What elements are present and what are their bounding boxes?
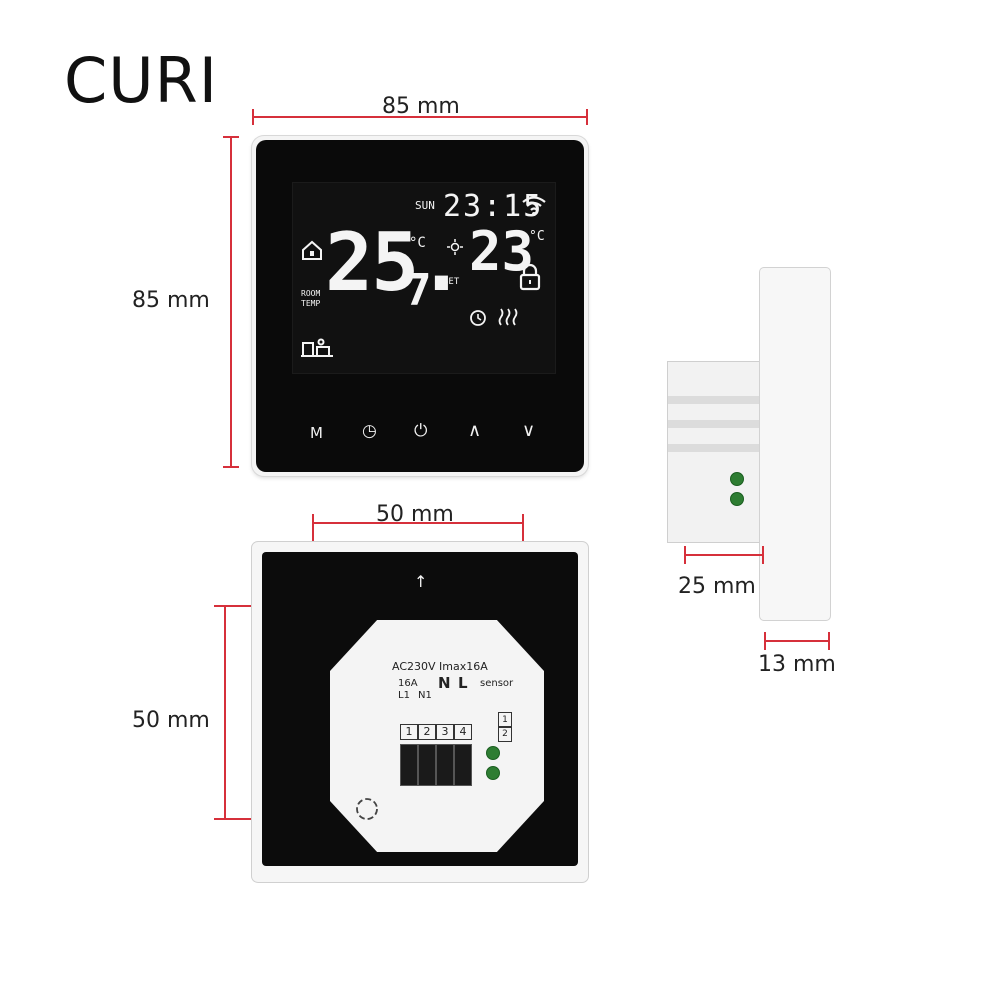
- clock-time: 23:15: [443, 189, 544, 224]
- current-label: 16A: [398, 678, 418, 689]
- front-width-label: 85 mm: [382, 94, 460, 119]
- l1-label: L1: [398, 690, 410, 701]
- back-height-label: 50 mm: [132, 708, 210, 733]
- set-label: SET: [443, 277, 460, 287]
- terminal-block-1: [400, 744, 418, 786]
- side-depth-label: 25 mm: [678, 574, 756, 599]
- sensor-label: sensor: [480, 678, 514, 689]
- l-label: L: [458, 674, 468, 692]
- lcd-display: SUN 23:15 25. 7 °C ROOM TEMP 23 °C SET: [292, 182, 556, 374]
- side-thickness-line: [764, 640, 830, 642]
- room-temperature: 25.: [325, 216, 465, 309]
- terminal-number-4: 4: [454, 724, 472, 740]
- side-terminal-2: [730, 492, 744, 506]
- thermostat-back: ↑ AC230V Imax16A 16A L1 N1 N L sensor 1 …: [252, 542, 588, 882]
- clock-button[interactable]: ◷: [362, 421, 377, 441]
- front-width-tick-right: [586, 109, 588, 125]
- terminal-block-2: [418, 744, 436, 786]
- front-height-tick-top: [223, 136, 239, 138]
- sensor-terminal-2: [486, 766, 500, 780]
- mode-button[interactable]: M: [310, 424, 323, 442]
- back-width-line: [312, 522, 524, 524]
- room-unit: °C: [409, 235, 426, 251]
- clock-icon: [469, 309, 487, 331]
- n-label: N: [438, 674, 451, 692]
- front-height-tick-bottom: [223, 466, 239, 468]
- back-height-line: [224, 606, 226, 820]
- heating-icon: [497, 307, 519, 331]
- front-glass: SUN 23:15 25. 7 °C ROOM TEMP 23 °C SET: [256, 140, 584, 472]
- wiring-module: AC230V Imax16A 16A L1 N1 N L sensor 1 2 …: [330, 620, 544, 852]
- wifi-icon: [521, 193, 547, 221]
- side-rib-1: [668, 396, 764, 404]
- front-width-tick-left: [252, 109, 254, 125]
- terminal-block-3: [436, 744, 454, 786]
- sensor-number-2: 2: [498, 726, 512, 742]
- front-width-line: [252, 116, 588, 118]
- side-rib-2: [668, 420, 764, 428]
- terminal-number-2: 2: [418, 724, 436, 740]
- front-height-line: [230, 136, 232, 468]
- arrow-up-icon: ↑: [414, 572, 428, 591]
- side-thickness-tick-left: [764, 632, 766, 650]
- down-button[interactable]: ∨: [522, 420, 536, 441]
- thermostat-side-front: [760, 268, 830, 620]
- room-label: ROOM: [301, 289, 321, 298]
- temp-label: TEMP: [301, 299, 321, 308]
- day-label: SUN: [415, 199, 435, 212]
- screw-hole-icon: [354, 796, 380, 826]
- home-icon: [301, 239, 323, 265]
- up-button[interactable]: ∧: [468, 420, 482, 441]
- side-thickness-label: 13 mm: [758, 652, 836, 677]
- brand-logo: CURI: [64, 44, 219, 117]
- sensor-terminal-1: [486, 746, 500, 760]
- set-unit: °C: [529, 229, 545, 244]
- side-depth-tick-right: [762, 546, 764, 564]
- side-depth-tick-left: [684, 546, 686, 564]
- thermostat-front: SUN 23:15 25. 7 °C ROOM TEMP 23 °C SET: [252, 136, 588, 476]
- front-height-label: 85 mm: [132, 288, 210, 313]
- thermostat-side-body: [668, 362, 764, 542]
- rating-label: AC230V Imax16A: [392, 660, 488, 673]
- terminal-number-3: 3: [436, 724, 454, 740]
- side-thickness-tick-right: [828, 632, 830, 650]
- terminal-block-4: [454, 744, 472, 786]
- sun-icon: [447, 239, 463, 259]
- n1-label: N1: [418, 690, 432, 701]
- floor-heating-icon: [301, 337, 333, 361]
- side-rib-3: [668, 444, 764, 452]
- power-button[interactable]: ⏻: [414, 421, 428, 441]
- back-plate: ↑ AC230V Imax16A 16A L1 N1 N L sensor 1 …: [262, 552, 578, 866]
- lock-icon: [519, 263, 541, 295]
- sensor-number-1: 1: [498, 712, 512, 728]
- side-terminal-1: [730, 472, 744, 486]
- side-depth-line: [684, 554, 764, 556]
- terminal-number-1: 1: [400, 724, 418, 740]
- room-temperature-decimal: 7: [405, 265, 432, 316]
